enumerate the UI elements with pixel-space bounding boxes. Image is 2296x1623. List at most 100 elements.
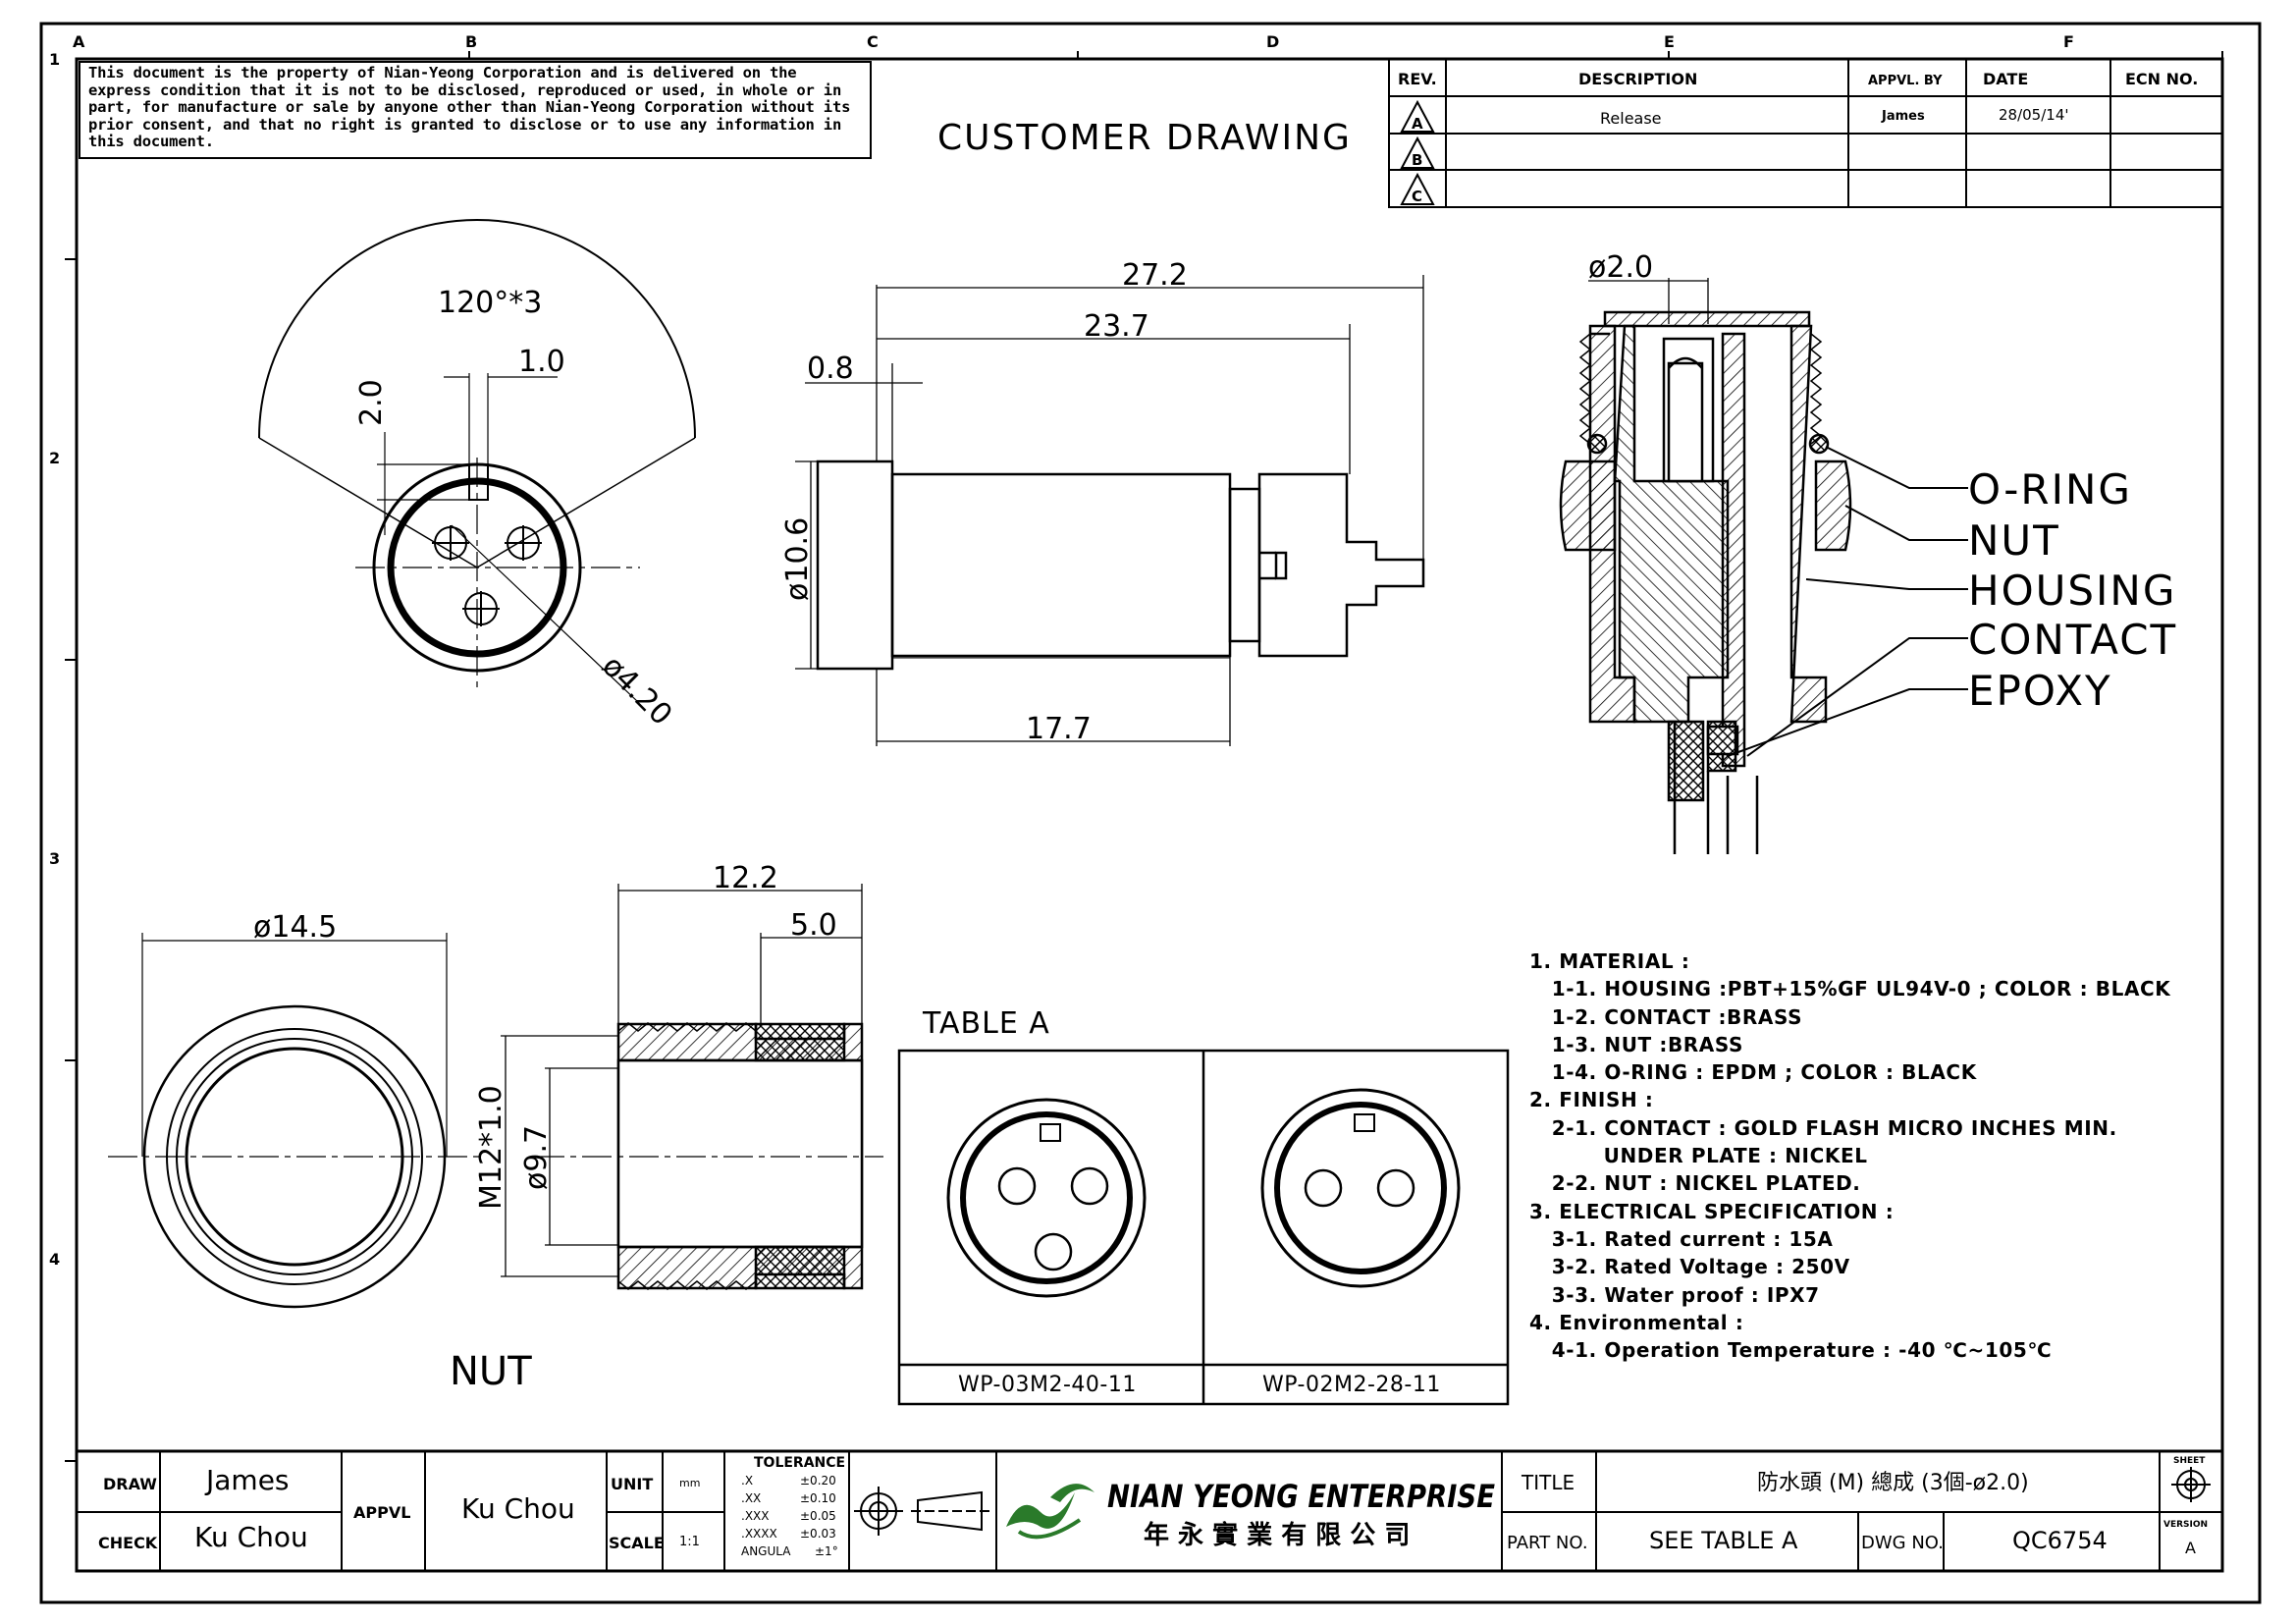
note-line: 4. Environmental : [1529,1310,1744,1334]
tol-val-1: ±0.10 [800,1491,836,1505]
pin-dia-label: ø2.0 [1588,250,1653,285]
overall-length-dim: 27.2 [1122,258,1188,293]
tol-key-1: .XX [741,1491,761,1505]
revision-table [1388,58,2223,208]
part-3pin-label: WP-03M2-40-11 [958,1373,1137,1397]
note-line: 1. MATERIAL : [1529,949,1690,973]
outer-frame [39,22,2262,1604]
zone-row-1: 1 [49,50,60,69]
section-view [1559,278,1852,854]
body-dia-dim: ø10.6 [780,517,815,601]
zone-col-f: F [2063,32,2074,51]
zone-col-d: D [1266,32,1279,51]
rev-c-letter: C [1412,188,1422,205]
title-label: TITLE [1521,1471,1575,1494]
nut-front-view [108,933,481,1309]
nut-view-label: NUT [450,1349,532,1394]
pin-dia-dimension: ø4.20 [595,649,678,732]
scale-value: 1:1 [679,1535,700,1549]
draw-value: James [204,1464,290,1496]
specification-notes: 1. MATERIAL : 1-1. HOUSING :PBT+15%GF UL… [1529,947,2285,1364]
zone-row-4: 4 [49,1250,60,1269]
front-view [258,219,696,703]
nut-length-dim: 12.2 [713,861,778,895]
partno-label: PART NO. [1507,1533,1588,1553]
rev-a-appvl: James [1881,109,1925,124]
note-line: 1-3. NUT :BRASS [1529,1032,1743,1056]
date-header: DATE [1983,70,2028,88]
zone-row-2: 2 [49,449,60,467]
note-line: 4-1. Operation Temperature : -40 ℃~105℃ [1529,1338,2053,1363]
part-2pin-label: WP-02M2-28-11 [1262,1373,1441,1397]
zone-col-e: E [1664,32,1675,51]
nut-thread-dim: M12*1.0 [474,1085,508,1210]
appvl-label: APPVL [353,1503,410,1522]
rev-a-letter: A [1412,115,1423,133]
nut-knurl-dim: 5.0 [790,908,837,943]
body-length-dim: 17.7 [1026,712,1092,746]
version-value: A [2185,1539,2196,1557]
zone-col-a: A [73,32,85,51]
tolerance-label: TOLERANCE [754,1455,845,1471]
partno-value: SEE TABLE A [1649,1527,1798,1554]
note-line: 2-2. NUT : NICKEL PLATED. [1529,1171,1861,1196]
note-line: 2-1. CONTACT : GOLD FLASH MICRO INCHES M… [1529,1115,2117,1140]
zone-row-3: 3 [49,849,60,868]
table-a [897,1049,1510,1406]
title-value: 防水頭 (M) 總成 (3個-ø2.0) [1757,1471,2029,1495]
scale-label: SCALE [609,1534,665,1552]
company-logo [1006,1484,1095,1540]
section-leaders [1727,446,1968,757]
flange-dim: 0.8 [807,352,854,386]
tol-val-4: ±1° [815,1544,838,1558]
key-width-dimension: 1.0 [518,345,565,379]
nut-side-view [535,1022,883,1290]
tol-key-2: .XXX [741,1509,769,1523]
disclaimer-text: This document is the property of Nian-Ye… [88,64,851,150]
unit-label: UNIT [611,1475,653,1493]
version-label: VERSION [2163,1520,2208,1530]
note-line: 1-4. O-RING : EPDM ; COLOR : BLACK [1529,1060,1977,1085]
tol-key-4: ANGULA [741,1544,791,1558]
appvl-value: Ku Chou [461,1492,575,1525]
check-value: Ku Chou [194,1521,308,1553]
desc-header: DESCRIPTION [1578,70,1697,88]
rev-a-desc: Release [1600,109,1662,128]
angle-dimension: 120°*3 [438,286,542,320]
dwgno-label: DWG NO. [1861,1533,1944,1553]
nut-dia-dim: ø14.5 [253,910,337,945]
nut-bore-dim: ø9.7 [519,1125,554,1190]
rev-b-letter: B [1412,151,1422,169]
length-23-7-dim: 23.7 [1084,309,1149,344]
note-line: 3-1. Rated current : 15A [1529,1226,1834,1251]
epoxy-label: EPOXY [1968,667,2112,715]
dwgno-value: QC6754 [2012,1527,2108,1554]
zone-ticks [65,51,2223,1462]
company-name-cn: 年 永 實 業 有 限 公 司 [1144,1520,1410,1550]
unit-value: mm [679,1477,700,1489]
side-view-dims [795,275,1424,746]
side-view [816,460,1425,671]
zone-col-b: B [465,32,477,51]
note-line: 1-2. CONTACT :BRASS [1529,1004,1803,1029]
o-ring-label: O-RING [1968,465,2132,514]
nut-label: NUT [1968,516,2060,565]
rev-a-date: 28/05/14' [1999,106,2069,124]
note-line: 2. FINISH : [1529,1088,1654,1112]
sheet-label: SHEET [2173,1456,2206,1466]
housing-label: HOUSING [1968,567,2176,615]
note-line: 3. ELECTRICAL SPECIFICATION : [1529,1199,1895,1223]
ecn-header: ECN NO. [2125,70,2198,88]
disclaimer-box: This document is the property of Nian-Ye… [79,61,872,159]
draw-label: DRAW [103,1475,157,1493]
note-line: 3-2. Rated Voltage : 250V [1529,1255,1850,1279]
rev-header: REV. [1398,70,1437,88]
contact-label: CONTACT [1968,616,2177,664]
appvl-header: APPVL. BY [1868,74,1943,88]
note-line: 3-3. Water proof : IPX7 [1529,1282,1820,1307]
nut-side-dims [501,884,863,1277]
tol-key-3: .XXXX [741,1527,777,1541]
company-name: NIAN YEONG ENTERPRISE [1107,1478,1495,1515]
title-block [75,1449,2224,1573]
